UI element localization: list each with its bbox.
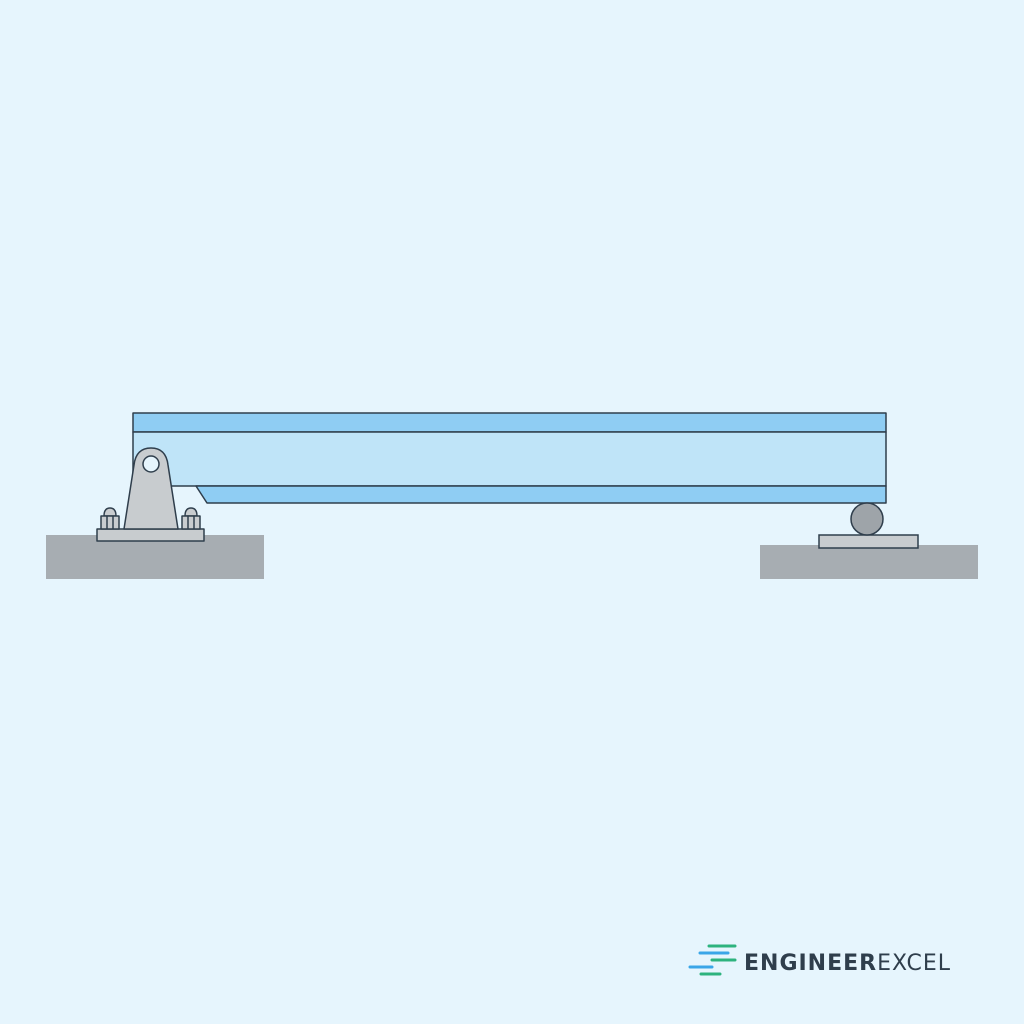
right-ground-block [760, 545, 978, 579]
beam-top-flange [132, 412, 887, 433]
left-bolt-icon [100, 507, 120, 530]
i-beam [132, 412, 887, 504]
beam-bottom-flange [195, 485, 887, 504]
roller-base-plate [818, 534, 919, 549]
left-ground-block [46, 535, 264, 579]
logo-wordmark: ENGINEEREXCEL [744, 951, 951, 976]
right-bolt-icon [181, 507, 201, 530]
beam-web [132, 431, 887, 487]
pin-support [96, 447, 205, 542]
pin-support-bracket [123, 447, 179, 530]
logo-word-excel: EXCEL [877, 951, 951, 976]
logo-word-engineer: ENGINEER [744, 951, 877, 976]
roller-icon [850, 502, 884, 536]
pin-support-base-plate [96, 528, 205, 542]
pin-icon [142, 455, 160, 473]
roller-support [818, 502, 919, 549]
engineerexcel-logo: ENGINEEREXCEL [688, 944, 951, 976]
logo-speed-lines-icon [688, 944, 737, 976]
